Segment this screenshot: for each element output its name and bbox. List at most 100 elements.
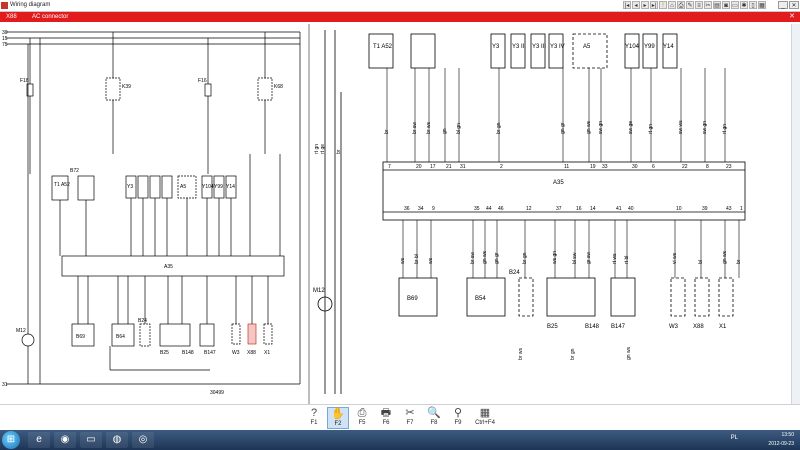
book-icon[interactable]: ▯: [749, 1, 757, 9]
wire-color: ws: [400, 257, 406, 264]
table-icon: ▦: [479, 407, 491, 419]
overview-schematic: 30 15 75 31 F18 F16 K39 K68 T1 A52 B72 Y…: [2, 30, 301, 396]
wire-color: rt gn: [722, 124, 728, 134]
pin-number: 2: [500, 164, 503, 170]
connector-label: A35: [553, 180, 564, 186]
component-label: W3: [669, 324, 679, 330]
title-bar: Wiring diagram |◂ ◂ ▸ ▸| ! ⌂ ⎙ ✎ ≡ ✂ ▤ ◙…: [0, 0, 800, 12]
component-label: Y3 II: [512, 44, 525, 50]
component-label: Y3 III: [532, 44, 546, 50]
taskbar: ⊞ e ◉ ▭ ◍ ◎ PL 13:50 2012-09-23: [0, 430, 800, 450]
detail-diagram[interactable]: T1 A52 Y3 Y3 II Y3 III Y3 IV A5 Y104 Y99…: [311, 24, 800, 404]
close-icon[interactable]: ✕: [789, 13, 795, 20]
close-window-icon[interactable]: ✕: [789, 1, 799, 9]
pin-number: 37: [556, 206, 562, 212]
pin-icon[interactable]: ✱: [740, 1, 748, 9]
wire-color: br: [384, 129, 390, 134]
car-icon[interactable]: ▭: [731, 1, 739, 9]
minimize-icon[interactable]: _: [778, 1, 788, 9]
clock[interactable]: 13:50 2012-09-23: [768, 432, 794, 447]
tool-icon[interactable]: ✎: [686, 1, 694, 9]
pin-number: 20: [416, 164, 422, 170]
next-icon[interactable]: ▸: [641, 1, 649, 9]
pin-number: 12: [526, 206, 532, 212]
zoom-tool-icon: ⚲: [453, 407, 463, 419]
pin-number: 11: [564, 164, 569, 170]
help-button[interactable]: ?F1: [303, 407, 325, 429]
pin-number: 40: [628, 206, 634, 212]
window-title: Wiring diagram: [10, 2, 51, 8]
wire-color: bl: [698, 260, 704, 264]
wire-color: br sw: [412, 122, 418, 134]
wire-color: gn ws: [626, 346, 632, 360]
pin-number: 23: [726, 164, 732, 170]
prev-icon[interactable]: ◂: [632, 1, 640, 9]
doc-icon[interactable]: ▤: [713, 1, 721, 9]
component-label: Y3: [492, 44, 500, 50]
wire-color: br ws: [518, 348, 524, 360]
home-icon[interactable]: ⌂: [668, 1, 676, 9]
wire-color: vi ws: [672, 252, 678, 264]
wire-color: br: [336, 149, 342, 154]
pin-number: 22: [682, 164, 688, 170]
component-label: B69: [76, 334, 85, 340]
start-button[interactable]: ⊞: [2, 431, 20, 449]
wire-color: br gn: [522, 252, 528, 264]
component-label: Y104: [202, 184, 214, 190]
wire-color: br gn: [496, 122, 502, 134]
print-button[interactable]: ⎙F5: [351, 407, 373, 429]
explorer-icon[interactable]: ▭: [80, 432, 102, 448]
pin-number: 21: [446, 164, 452, 170]
language-indicator[interactable]: PL: [730, 435, 738, 441]
zoom-button[interactable]: 🔍F8: [427, 407, 441, 426]
wire-color: sw gn: [702, 121, 708, 134]
relay-label: K68: [274, 84, 283, 90]
component-label: A5: [583, 44, 591, 50]
wrench-icon[interactable]: ✂: [704, 1, 712, 9]
pan-button[interactable]: ✋F2: [327, 407, 349, 429]
wire-color: gr sw: [586, 252, 592, 264]
first-icon[interactable]: |◂: [623, 1, 631, 9]
pin-number: 7: [388, 164, 391, 170]
table-button[interactable]: ▦Ctrl+F4: [475, 407, 495, 426]
pin-number: 33: [602, 164, 608, 170]
wire-color: sw ge: [628, 121, 634, 134]
app-icon: [1, 2, 8, 9]
last-icon[interactable]: ▸|: [650, 1, 658, 9]
app-icon[interactable]: ◎: [132, 432, 154, 448]
print-list-button[interactable]: 🖶F6: [380, 407, 392, 426]
motor-label: M12: [16, 328, 26, 334]
component-label: X88: [693, 324, 704, 330]
wire-color: ws gn: [552, 251, 558, 264]
pin-number: 1: [740, 206, 743, 212]
wire-color: sw gn: [598, 121, 604, 134]
component-label: Y99: [644, 44, 655, 50]
firefox-icon[interactable]: ◍: [106, 432, 128, 448]
fuse-icon[interactable]: ≡: [695, 1, 703, 9]
footer-code: 30499: [210, 390, 224, 396]
vertical-scrollbar[interactable]: [791, 24, 800, 404]
grid-icon[interactable]: ▦: [758, 1, 766, 9]
ie-icon[interactable]: e: [28, 432, 50, 448]
print-icon[interactable]: ⎙: [677, 1, 685, 9]
overview-diagram[interactable]: 30 15 75 31 F18 F16 K39 K68 T1 A52 B72 Y…: [0, 24, 310, 404]
wire-color: rt gn: [648, 124, 654, 134]
toolbar: |◂ ◂ ▸ ▸| ! ⌂ ⎙ ✎ ≡ ✂ ▤ ◙ ▭ ✱ ▯ ▦: [623, 1, 766, 10]
tools-button[interactable]: ✂F7: [399, 407, 421, 429]
pin-number: 39: [702, 206, 708, 212]
wire-color: rt gn: [314, 144, 320, 154]
component-label: X88: [247, 350, 256, 356]
print-list-icon: 🖶: [380, 407, 392, 419]
camera-icon[interactable]: ◙: [722, 1, 730, 9]
function-key-bar: ?F1 ✋F2 ⎙F5 🖶F6 ✂F7 🔍F8 ⚲F9 ▦Ctrl+F4: [0, 404, 800, 431]
wire-color: gn ws: [482, 250, 488, 264]
warning-icon[interactable]: !: [659, 1, 667, 9]
wire-color: bl sw: [572, 252, 578, 264]
zoom-tool-button[interactable]: ⚲F9: [447, 407, 469, 429]
component-label: Y14: [663, 44, 674, 50]
chrome-icon[interactable]: ◉: [54, 432, 76, 448]
wire-color: br sw: [470, 252, 476, 264]
component-label: X1: [719, 324, 727, 330]
pin-number: 9: [432, 206, 435, 212]
component-label: X1: [264, 350, 270, 356]
